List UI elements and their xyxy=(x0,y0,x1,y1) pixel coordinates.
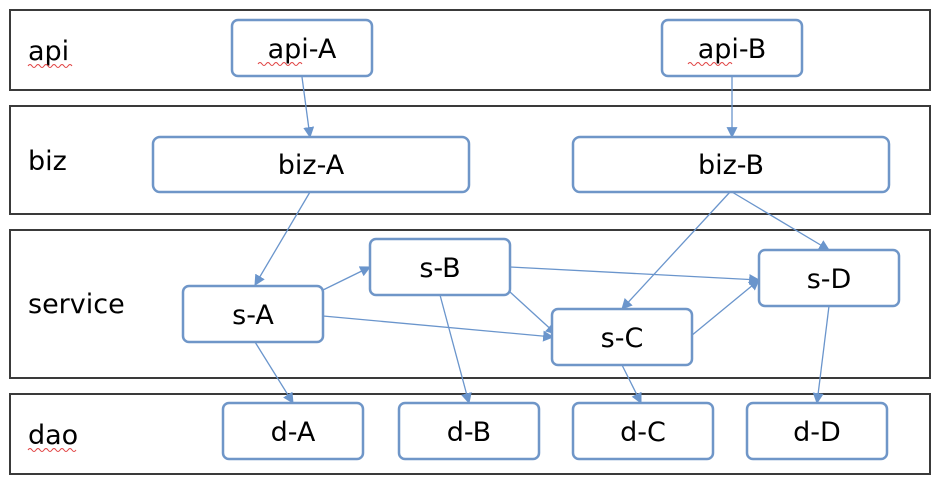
svg-text:s-C: s-C xyxy=(601,323,644,354)
node-d-d: d-D xyxy=(745,401,889,461)
layer-label-api: api xyxy=(28,36,69,67)
node-api-b: api-B xyxy=(660,18,804,78)
spellcheck-underline xyxy=(257,62,303,66)
edge-api-a-to-biz-a xyxy=(301,76,315,139)
node-api-a: api-A xyxy=(230,18,374,78)
node-s-d: s-D xyxy=(757,248,901,308)
edges xyxy=(254,76,830,405)
edge-s-a-to-s-b xyxy=(322,266,371,291)
node-s-a: s-A xyxy=(181,284,325,344)
node-s-b: s-B xyxy=(368,237,512,297)
svg-text:s-D: s-D xyxy=(807,264,852,295)
layer-label-dao: dao xyxy=(28,420,78,451)
svg-text:biz-B: biz-B xyxy=(698,150,764,181)
spellcheck-underline xyxy=(687,62,733,66)
svg-text:d-B: d-B xyxy=(447,417,491,448)
edge-s-a-to-s-c xyxy=(322,315,555,342)
edge-s-b-to-s-d xyxy=(509,266,761,285)
node-d-c: d-C xyxy=(571,401,715,461)
svg-text:d-D: d-D xyxy=(793,417,841,448)
svg-text:api-B: api-B xyxy=(698,34,767,65)
node-d-a: d-A xyxy=(221,401,365,461)
svg-text:biz-A: biz-A xyxy=(278,150,345,181)
edge-s-b-to-s-c xyxy=(509,291,557,335)
svg-text:d-A: d-A xyxy=(271,417,316,448)
layer-label-biz: biz xyxy=(28,146,67,177)
node-d-b: d-B xyxy=(397,401,541,461)
node-biz-b: biz-B xyxy=(571,135,891,194)
spellcheck-underline xyxy=(27,448,77,452)
svg-text:d-C: d-C xyxy=(620,417,666,448)
edge-s-d-to-d-d xyxy=(812,305,830,405)
svg-text:api-A: api-A xyxy=(268,34,337,65)
svg-text:s-B: s-B xyxy=(419,253,460,284)
spellcheck-underline xyxy=(27,64,73,68)
node-biz-a: biz-A xyxy=(151,135,471,194)
edge-biz-a-to-s-a xyxy=(254,191,311,286)
edge-s-c-to-d-c xyxy=(621,364,642,404)
node-s-c: s-C xyxy=(550,307,694,367)
edge-s-b-to-d-b xyxy=(439,294,472,405)
layer-label-service: service xyxy=(28,289,125,320)
edge-s-c-to-s-d xyxy=(690,279,760,337)
edge-biz-b-to-s-d xyxy=(731,191,830,251)
edge-biz-b-to-s-c xyxy=(621,191,731,310)
edge-s-a-to-d-a xyxy=(254,341,294,404)
svg-text:s-A: s-A xyxy=(232,300,274,331)
